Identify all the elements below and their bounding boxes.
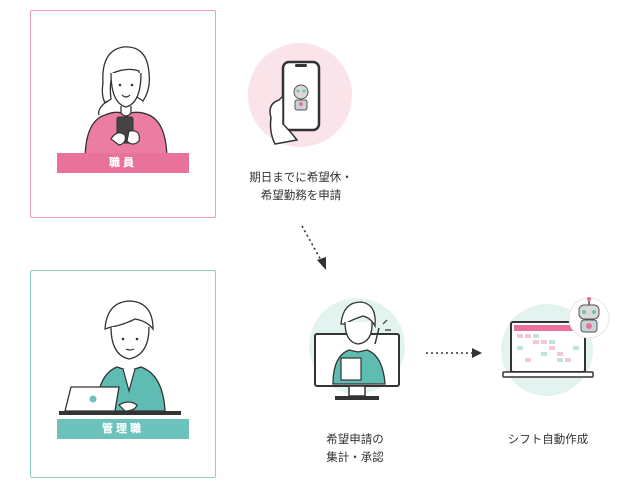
- request-caption: 期日までに希望休・ 希望勤務を申請: [246, 168, 356, 204]
- dotted-arrow-down-right-icon: [301, 225, 326, 270]
- collect-caption-line2: 集計・承認: [326, 450, 384, 464]
- staff-card: 職員: [30, 10, 216, 218]
- monitor-circle-icon: [309, 298, 405, 400]
- manager-illustration: [59, 300, 181, 415]
- request-caption-line1: 期日までに希望休・: [249, 170, 353, 184]
- laptop-schedule-circle-icon: [501, 297, 610, 396]
- dotted-arrow-right-icon: [426, 348, 482, 358]
- staff-badge: 職員: [57, 153, 189, 173]
- auto-shift-caption: シフト自動作成: [507, 432, 589, 446]
- collect-caption-line1: 希望申請の: [326, 432, 384, 446]
- collect-caption: 希望申請の 集計・承認: [300, 430, 410, 466]
- smartphone-circle-icon: [248, 43, 352, 147]
- manager-badge: 管理職: [57, 419, 189, 439]
- manager-card: 管理職: [30, 270, 216, 478]
- request-caption-line2: 希望勤務を申請: [260, 188, 342, 202]
- staff-illustration: [84, 46, 168, 162]
